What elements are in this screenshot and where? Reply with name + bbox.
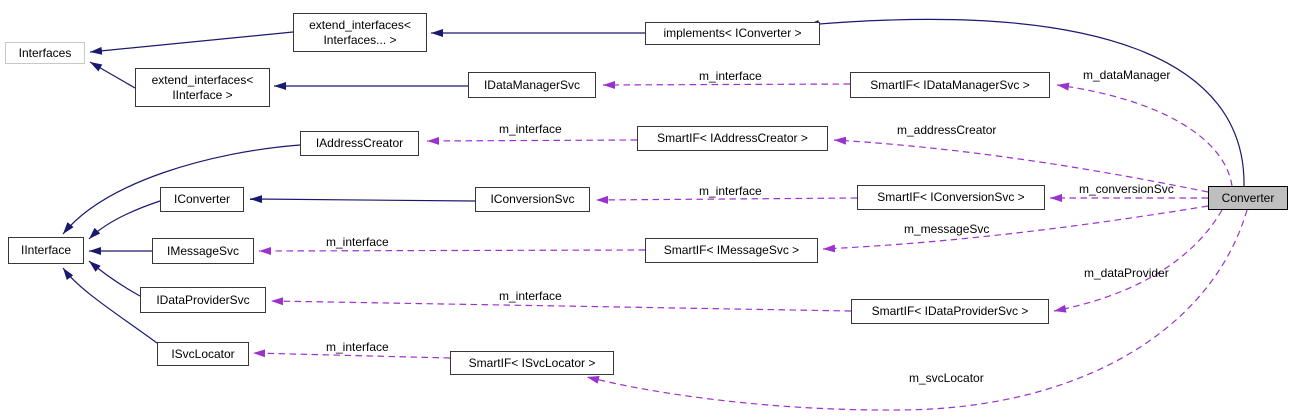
edge-label-m-dataprovider: m_dataProvider	[1084, 266, 1169, 280]
edge-label-m-interface-dataprovidersvc: m_interface	[499, 289, 562, 303]
node-smartif-idatamanagersvc[interactable]: SmartIF< IDataManagerSvc >	[850, 72, 1050, 98]
edge-label-m-interface-svclocator: m_interface	[326, 340, 389, 354]
edge-label-m-interface-messagesvc: m_interface	[326, 235, 389, 249]
edge-converter-to-smartifiac	[833, 136, 1209, 193]
edge-iconversionsvc-to-iconverter	[249, 195, 476, 204]
node-iinterface[interactable]: IInterface	[8, 237, 84, 264]
edge-smartifidp-to-idataprovidersvc	[270, 297, 852, 312]
node-converter: Converter	[1208, 186, 1288, 210]
node-imessagesvc[interactable]: IMessageSvc	[152, 238, 254, 264]
node-extend-interfaces-variadic[interactable]: extend_interfaces< Interfaces... >	[293, 13, 427, 52]
edge-converter-to-smartifidm	[1056, 82, 1233, 187]
node-smartif-isvclocator[interactable]: SmartIF< ISvcLocator >	[450, 351, 614, 375]
edge-iaddresscreator-to-iinterface	[62, 144, 301, 235]
node-iconverter[interactable]: IConverter	[160, 187, 244, 212]
edge-isvclocator-to-iinterface	[62, 267, 158, 344]
node-isvclocator[interactable]: ISvcLocator	[157, 342, 249, 366]
edge-converter-to-implements	[806, 18, 1245, 187]
node-extend-interfaces-iinterface[interactable]: extend_interfaces< IInterface >	[135, 68, 270, 107]
edge-smartifidm-to-idatamanagersvc	[602, 80, 851, 89]
node-smartif-imessagesvc[interactable]: SmartIF< IMessageSvc >	[645, 238, 818, 263]
node-idataprovidersvc[interactable]: IDataProviderSvc	[140, 287, 266, 313]
node-iaddresscreator[interactable]: IAddressCreator	[300, 131, 419, 156]
node-iconversionsvc[interactable]: IConversionSvc	[475, 187, 590, 212]
edge-label-m-interface-datamanager: m_interface	[699, 69, 762, 83]
edge-label-m-datamanager: m_dataManager	[1083, 68, 1171, 82]
edge-converter-to-smartifidp	[1053, 209, 1223, 313]
edge-smartifimsg-to-imessagesvc	[258, 246, 646, 255]
node-smartif-iconversionsvc[interactable]: SmartIF< IConversionSvc >	[857, 185, 1045, 210]
edge-iconverter-to-iinterface	[88, 200, 161, 240]
edge-converter-to-smartifimsg	[822, 205, 1209, 253]
edge-label-m-interface-conversionsvc: m_interface	[699, 184, 762, 198]
edge-idataprovidersvc-to-iinterface	[88, 260, 141, 297]
edge-smartificsvc-to-iconversionsvc	[595, 195, 858, 204]
node-smartif-iaddresscreator[interactable]: SmartIF< IAddressCreator >	[637, 126, 828, 151]
edge-label-m-addresscreator: m_addressCreator	[897, 123, 997, 137]
node-interfaces[interactable]: Interfaces	[5, 42, 85, 64]
node-idatamanagersvc[interactable]: IDataManagerSvc	[468, 72, 596, 98]
edge-extvariadic-to-interfaces	[89, 31, 294, 55]
node-smartif-idataprovidersvc[interactable]: SmartIF< IDataProviderSvc >	[851, 299, 1049, 324]
edge-label-m-svclocator: m_svcLocator	[909, 371, 984, 385]
edge-smartifiac-to-iaddresscreator	[426, 136, 638, 145]
edge-label-m-messagesvc: m_messageSvc	[904, 222, 990, 236]
edge-label-m-conversionsvc: m_conversionSvc	[1079, 182, 1174, 196]
node-implements-iconverter[interactable]: implements< IConverter >	[645, 22, 820, 45]
edge-label-m-interface-addresscreator: m_interface	[499, 122, 562, 136]
edge-extiinterface-to-interfaces	[89, 61, 136, 89]
